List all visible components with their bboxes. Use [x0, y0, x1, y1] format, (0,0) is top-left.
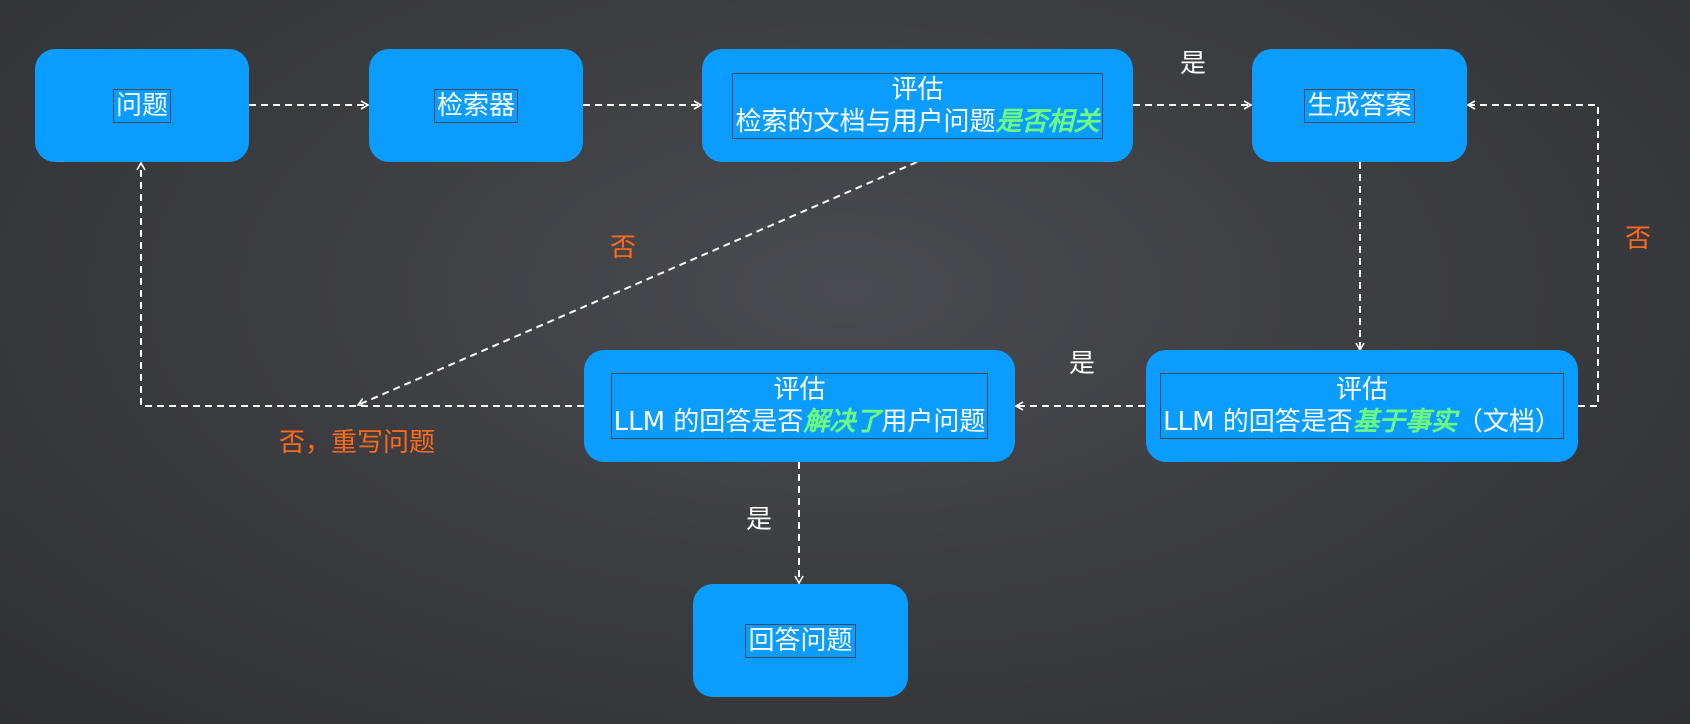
node-eval-relevance-line: 检索的文档与用户问题是否相关 [735, 106, 1099, 138]
node-eval-resolved-prefix: LLM 的回答是否 [613, 407, 804, 437]
edge-eval-relevance-to-rewrite [356, 161, 918, 407]
node-question-text: 问题 [112, 88, 171, 123]
node-eval-grounded-frame: 评估 LLM 的回答是否基于事实（文档） [1160, 373, 1564, 439]
node-eval-relevance: 评估 检索的文档与用户问题是否相关 [702, 49, 1133, 162]
edge-eval-resolved-back-to-question [136, 161, 584, 407]
node-eval-resolved-frame: 评估 LLM 的回答是否解决了用户问题 [610, 373, 989, 439]
edge-label-resolved-yes: 是 [746, 505, 773, 535]
edge-label-resolved-no-rewrite: 否，重写问题 [279, 428, 436, 458]
edge-eval-grounded-back-to-generate [1466, 100, 1599, 407]
node-retriever-text: 检索器 [433, 88, 518, 123]
node-eval-relevance-prefix: 检索的文档与用户问题 [735, 106, 996, 137]
node-generate-text: 生成答案 [1304, 88, 1415, 123]
node-eval-grounded-prefix: LLM 的回答是否 [1163, 407, 1353, 437]
node-eval-resolved-title: 评估 [773, 375, 826, 405]
edge-label-relevant-no: 否 [610, 233, 637, 263]
node-retriever: 检索器 [369, 49, 583, 162]
node-answer: 回答问题 [693, 584, 908, 697]
node-eval-grounded-highlight: 基于事实 [1352, 407, 1457, 437]
node-eval-resolved-highlight: 解决了 [803, 407, 882, 437]
edge-label-grounded-yes: 是 [1069, 349, 1096, 379]
edge-label-relevant-yes: 是 [1180, 49, 1207, 79]
node-eval-grounded: 评估 LLM 的回答是否基于事实（文档） [1146, 350, 1578, 462]
node-eval-resolved-suffix: 用户问题 [881, 407, 986, 437]
node-eval-grounded-title: 评估 [1335, 375, 1388, 405]
node-answer-text: 回答问题 [745, 623, 856, 658]
node-eval-grounded-suffix: （文档） [1456, 407, 1561, 437]
node-eval-relevance-title: 评估 [891, 74, 944, 105]
node-question: 问题 [35, 49, 249, 162]
node-eval-resolved-line: LLM 的回答是否解决了用户问题 [614, 406, 986, 438]
node-eval-grounded-line: LLM 的回答是否基于事实（文档） [1163, 406, 1561, 438]
node-eval-relevance-frame: 评估 检索的文档与用户问题是否相关 [732, 72, 1103, 139]
node-eval-resolved: 评估 LLM 的回答是否解决了用户问题 [584, 350, 1015, 462]
node-eval-relevance-highlight: 是否相关 [995, 106, 1100, 137]
edge-label-grounded-no: 否 [1625, 224, 1652, 254]
node-generate: 生成答案 [1252, 49, 1467, 162]
